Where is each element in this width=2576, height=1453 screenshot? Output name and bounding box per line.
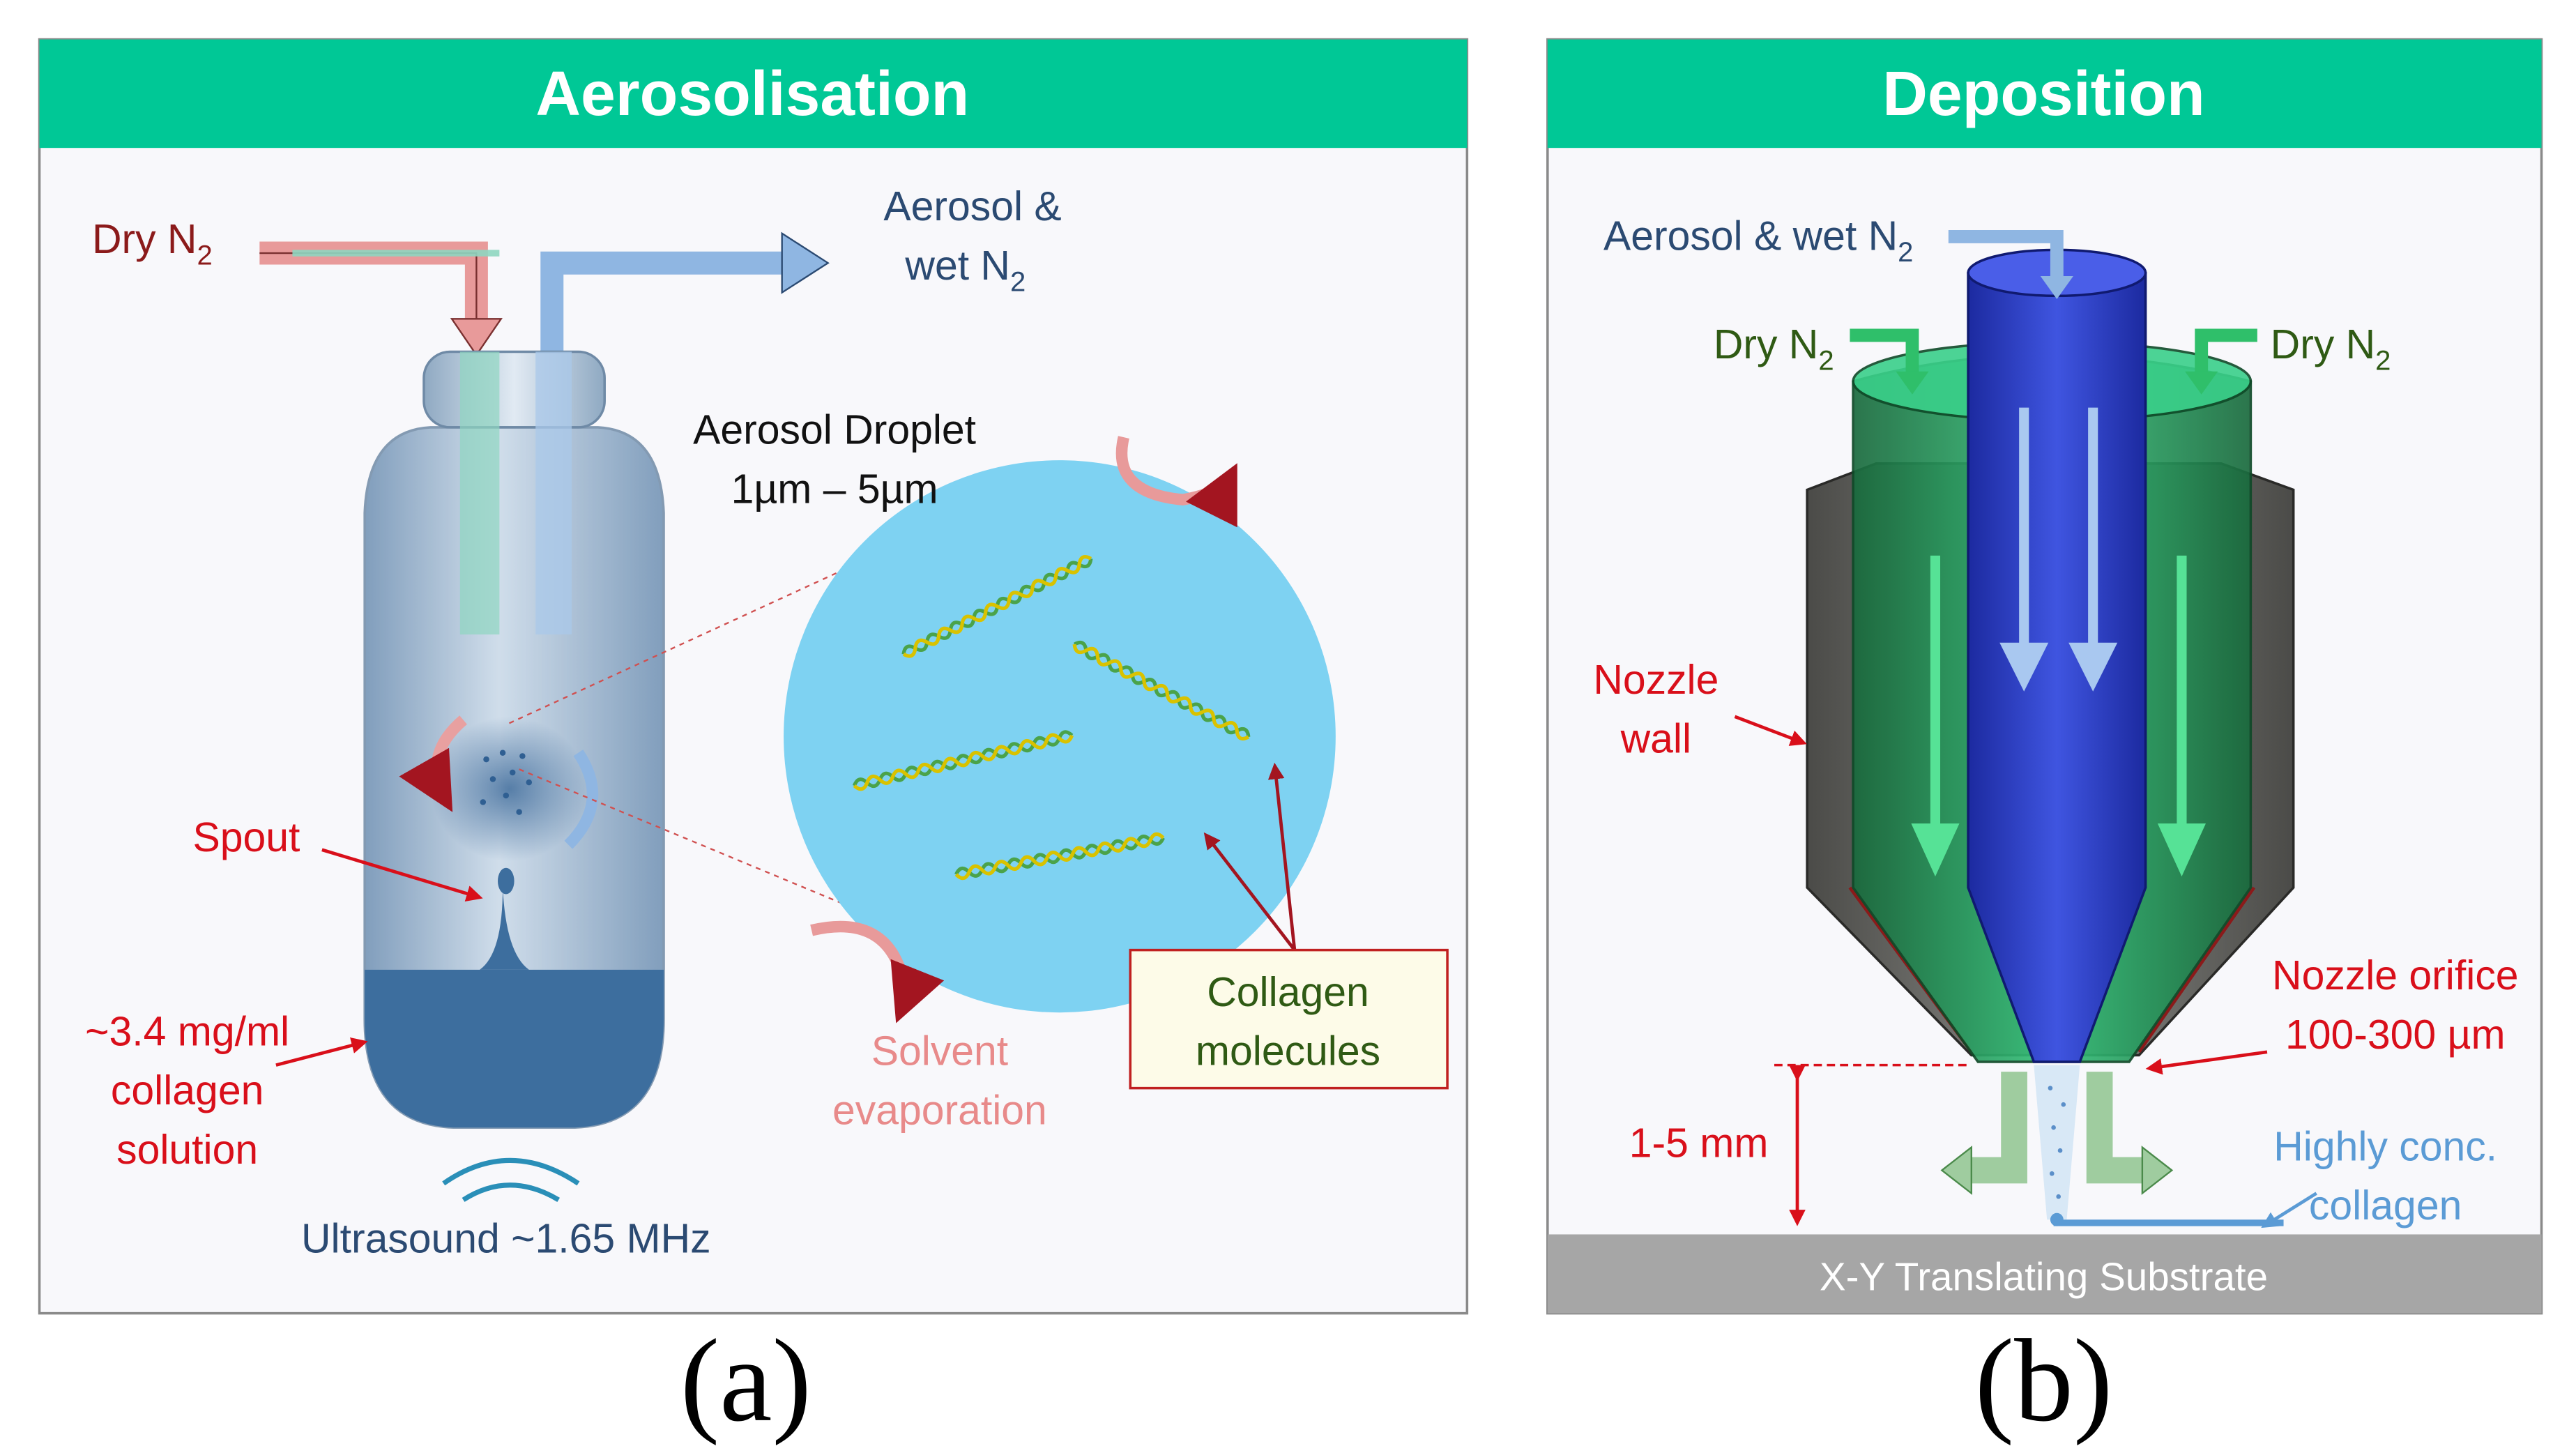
exhaust-arrow-left [1965,1072,2027,1184]
collagen-helix-group [852,554,1251,881]
droplet-label-1: Aerosol Droplet [693,408,976,453]
substrate [1547,1234,2542,1314]
inlet-tube [459,351,500,634]
panel-b-header [1547,39,2542,149]
evaporation-arrow-top [1115,436,1237,528]
circulation-arrow-left [399,715,467,812]
collagen-label-2: molecules [1196,1029,1380,1074]
exhaust-arrow-right [2086,1072,2149,1184]
ultrasound-waves-icon [442,1157,580,1202]
panel-a-title: Aerosolisation [535,59,969,128]
evaporation-label-1: Solvent [871,1029,1008,1074]
collagen-label-1: Collagen [1207,970,1369,1015]
gap-label: 1-5 mm [1629,1121,1769,1166]
sheath-flow-arrows [1911,555,2206,877]
caption-b: (b) [1975,1315,2113,1446]
dry-n2-inlet-left [1850,328,1919,379]
collagen-pointer [2261,1192,2317,1228]
solution-label-1: ~3.4 mg/ml [85,1009,289,1054]
aerosol-inlet-arrow [1948,230,2064,283]
panel-b-title: Deposition [1882,59,2205,128]
panel-a-header [39,39,1468,149]
nozzle-wall-label-1: Nozzle [1593,657,1718,703]
circulation-arrow-right [564,750,599,849]
collagen-solution-liquid [365,969,664,1128]
aerosol-jet-particles [2048,1086,2066,1199]
aerosol-wet-label-1: Aerosol & [883,184,1061,229]
dry-n2-left-label: Dry N2 [1714,322,1834,376]
solution-label-2: collagen [111,1068,264,1113]
spout-label: Spout [193,815,300,860]
aerosol-wet-label-2: wet N2 [904,243,1026,298]
highly-conc-label-1: Highly conc. [2273,1124,2497,1169]
collagen-pointer-1 [1203,832,1296,952]
wall-pointer [1734,715,1807,746]
substrate-label: X-Y Translating Substrate [1820,1255,2268,1299]
droplet-label-2: 1µm – 5µm [731,466,938,512]
dry-n2-label: Dry N2 [92,217,213,271]
aerosol-wet-label: Aerosol & wet N2 [1603,213,1914,268]
aerosol-mist [430,716,588,862]
solution-label-3: solution [116,1127,258,1173]
collagen-label-box [1129,948,1449,1090]
caption-a: (a) [680,1315,811,1446]
nebuliser-bottle [363,350,665,1129]
spout-pointer [321,848,483,902]
nozzle-wall-label-2: wall [1620,717,1691,762]
nozzle-orifice-label-2: 100-300 µm [2285,1012,2505,1058]
outlet-tube [535,351,572,634]
orifice-pointer [2145,1050,2268,1075]
dry-n2-right-label: Dry N2 [2271,322,2391,376]
highly-conc-label-2: collagen [2309,1183,2462,1228]
aerosol-outlet-arrow [540,231,830,356]
collagen-pointer-2 [1267,762,1297,950]
panel-deposition: Deposition [1546,38,2543,1446]
nozzle-orifice-label-1: Nozzle orifice [2272,953,2518,998]
spout-cone [480,888,529,970]
evaporation-arrow-bottom [810,920,945,1024]
aerosol-jet [2034,1065,2080,1220]
ultrasound-label: Ultrasound ~1.65 MHz [301,1216,711,1261]
bottle-cap [422,350,606,429]
dry-n2-inlet-right [2195,328,2257,379]
inner-flow-arrows [1999,407,2118,692]
aerosol-inner-channel [1967,258,2147,1063]
evaporation-label-2: evaporation [832,1088,1047,1133]
solution-pointer [275,1037,368,1067]
panel-aerosolisation: Aerosolisation [38,38,1469,1446]
